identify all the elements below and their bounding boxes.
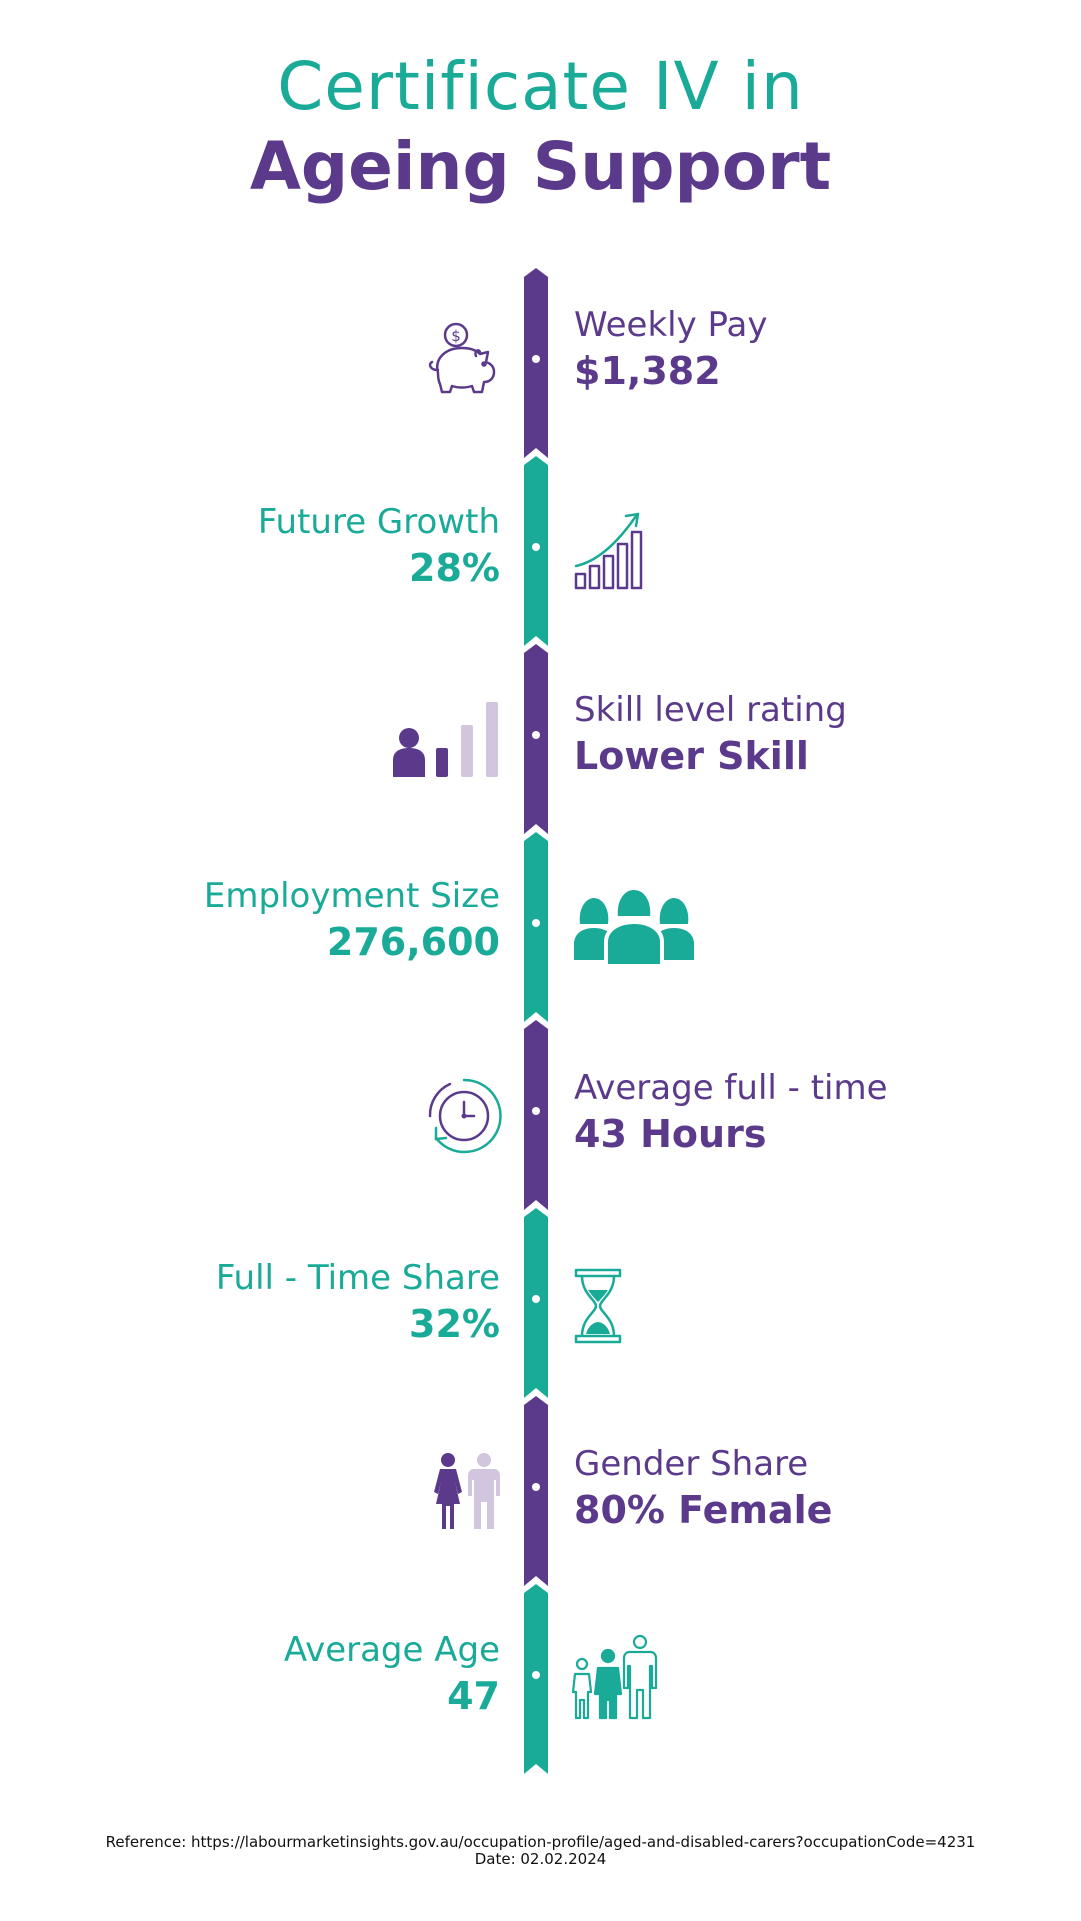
stat-label: Future Growth bbox=[257, 502, 500, 542]
stat-label: Skill level rating bbox=[574, 690, 847, 730]
title-line-2: Ageing Support bbox=[249, 128, 832, 205]
clock-icon bbox=[424, 1076, 504, 1160]
timeline-dot bbox=[532, 543, 540, 551]
stat-label: Average full - time bbox=[574, 1068, 888, 1108]
timeline-segment-weekly-pay bbox=[524, 268, 548, 458]
timeline-dot bbox=[532, 731, 540, 739]
timeline-segment-skill-level bbox=[524, 644, 548, 834]
stat-value: 32% bbox=[409, 1302, 500, 1346]
stat-value: 28% bbox=[409, 546, 500, 590]
stat-label: Employment Size bbox=[203, 876, 500, 916]
stat-label: Weekly Pay bbox=[574, 305, 768, 345]
gender-icon bbox=[432, 1452, 502, 1534]
stat-future-growth: Future Growth 28% bbox=[258, 502, 500, 590]
stat-value: 80% Female bbox=[574, 1488, 833, 1532]
timeline-dot bbox=[532, 1295, 540, 1303]
timeline-dot bbox=[532, 355, 540, 363]
stat-value: Lower Skill bbox=[574, 734, 809, 778]
stat-label: Full - Time Share bbox=[215, 1258, 500, 1298]
timeline-segment-average-hours bbox=[524, 1020, 548, 1210]
hourglass-icon bbox=[574, 1268, 622, 1348]
stat-skill-level: Skill level rating Lower Skill bbox=[574, 690, 847, 778]
timeline-dot bbox=[532, 1483, 540, 1491]
timeline-dot bbox=[532, 1671, 540, 1679]
stat-average-hours: Average full - time 43 Hours bbox=[574, 1068, 888, 1156]
stat-label: Average Age bbox=[283, 1630, 500, 1670]
skill-level-icon bbox=[393, 700, 503, 782]
reference-date: Date: 02.02.2024 bbox=[474, 1850, 607, 1868]
stat-full-time-share: Full - Time Share 32% bbox=[216, 1258, 500, 1346]
reference-url: Reference: https://labourmarketinsights.… bbox=[105, 1833, 976, 1851]
timeline-segment-full-time-share bbox=[524, 1208, 548, 1398]
stat-gender-share: Gender Share 80% Female bbox=[574, 1444, 832, 1532]
growth-chart-icon bbox=[574, 508, 650, 596]
stat-value: $1,382 bbox=[574, 349, 721, 393]
stat-weekly-pay: Weekly Pay $1,382 bbox=[574, 305, 767, 393]
title-line-1: Certificate IV in bbox=[277, 48, 804, 125]
timeline-dot bbox=[532, 919, 540, 927]
stat-employment-size: Employment Size 276,600 bbox=[204, 876, 500, 964]
svg-text:$: $ bbox=[451, 327, 461, 345]
age-group-icon bbox=[571, 1634, 658, 1724]
stat-value: 276,600 bbox=[326, 920, 500, 964]
timeline-segment-average-age bbox=[524, 1584, 548, 1774]
timeline-segment-future-growth bbox=[524, 456, 548, 646]
timeline-dot bbox=[532, 1107, 540, 1115]
stat-value: 43 Hours bbox=[574, 1112, 767, 1156]
stat-value: 47 bbox=[447, 1674, 500, 1718]
piggy-bank-icon: $ bbox=[422, 318, 502, 404]
timeline-segment-gender-share bbox=[524, 1396, 548, 1586]
stat-average-age: Average Age 47 bbox=[284, 1630, 500, 1718]
timeline-segment-employment-size bbox=[524, 832, 548, 1022]
people-group-icon bbox=[574, 885, 694, 970]
stat-label: Gender Share bbox=[574, 1444, 809, 1484]
